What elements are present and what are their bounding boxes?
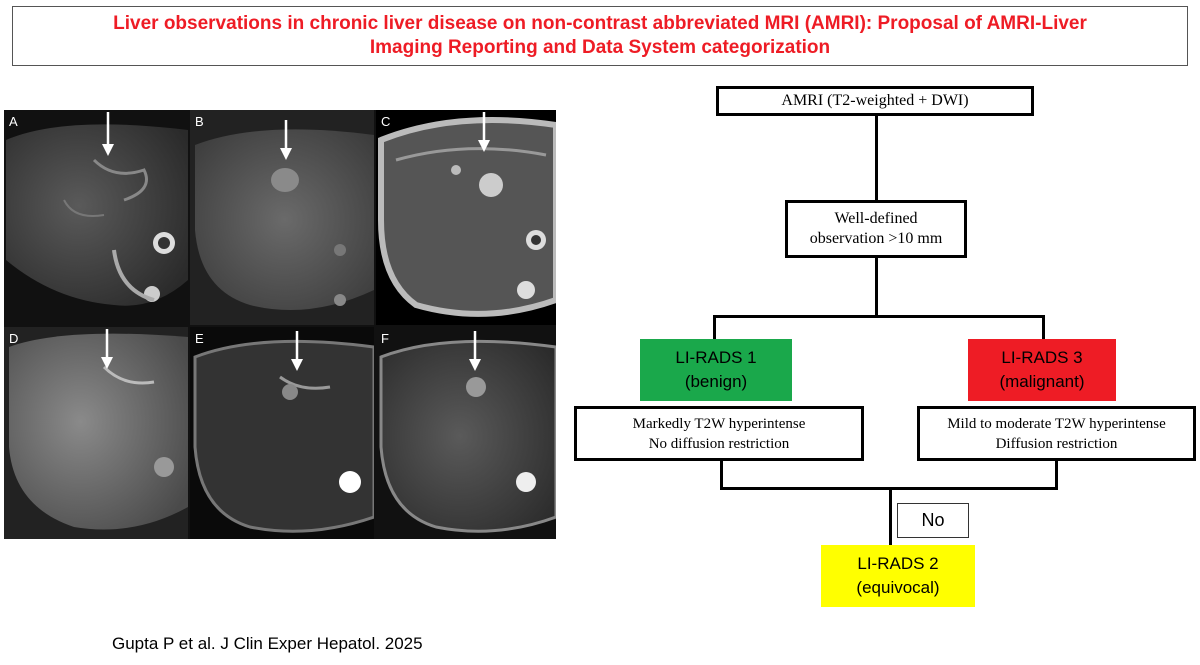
mri-panel-f-image	[376, 327, 556, 539]
li-rads-3-box: LI-RADS 3 (malignant)	[968, 339, 1116, 401]
citation: Gupta P et al. J Clin Exper Hepatol. 202…	[112, 634, 423, 653]
mri-panel-d-image	[4, 327, 188, 539]
mri-panel-d: D	[4, 327, 188, 539]
connector-split-left	[713, 315, 716, 339]
panel-label-e: E	[195, 331, 204, 346]
criterion-box: Well-defined observation >10 mm	[785, 200, 967, 258]
no-label: No	[921, 510, 945, 530]
amri-start-box: AMRI (T2-weighted + DWI)	[716, 86, 1034, 116]
mri-panel-c: C	[376, 110, 556, 325]
mri-panel-e: E	[190, 327, 374, 539]
li-rads-2-sublabel: (equivocal)	[856, 578, 940, 597]
mri-panel-f: F	[376, 327, 556, 539]
amri-start-text: AMRI (T2-weighted + DWI)	[781, 92, 969, 109]
benign-features-box: Markedly T2W hyperintense No diffusion r…	[574, 406, 864, 461]
connector-merge-down	[889, 487, 892, 545]
mri-panel-a-image	[4, 110, 188, 325]
mri-image-grid: A B	[4, 110, 556, 539]
title-line-2: Imaging Reporting and Data System catego…	[369, 37, 831, 58]
mri-panel-b: B	[190, 110, 374, 325]
connector-split-right	[1042, 315, 1045, 339]
benign-feature-2: No diffusion restriction	[648, 435, 790, 452]
mri-panel-a: A	[4, 110, 188, 325]
li-rads-1-box: LI-RADS 1 (benign)	[640, 339, 792, 401]
connector-left-features-down	[720, 459, 723, 489]
malignant-features-box: Mild to moderate T2W hyperintense Diffus…	[917, 406, 1196, 461]
mri-panel-e-image	[190, 327, 374, 539]
li-rads-3-label: LI-RADS 3	[1001, 348, 1083, 367]
li-rads-3-sublabel: (malignant)	[999, 372, 1085, 391]
li-rads-1-label: LI-RADS 1	[675, 348, 757, 367]
connector-right-features-down	[1055, 459, 1058, 489]
title-box: Liver observations in chronic liver dise…	[12, 6, 1188, 66]
mri-panel-b-image	[190, 110, 374, 325]
panel-label-f: F	[381, 331, 389, 346]
panel-label-b: B	[195, 114, 204, 129]
panel-label-c: C	[381, 114, 391, 129]
connector-split-horizontal	[713, 315, 1045, 318]
li-rads-1-sublabel: (benign)	[684, 372, 748, 391]
malignant-feature-1: Mild to moderate T2W hyperintense	[947, 415, 1166, 432]
panel-label-d: D	[9, 331, 19, 346]
connector-criterion-down	[875, 256, 878, 318]
mri-panel-c-image	[376, 110, 556, 325]
benign-feature-1: Markedly T2W hyperintense	[632, 415, 806, 432]
criterion-line-2: observation >10 mm	[809, 230, 943, 247]
criterion-line-1: Well-defined	[834, 210, 918, 227]
title-line-1: Liver observations in chronic liver dise…	[113, 13, 1087, 34]
panel-label-a: A	[9, 114, 18, 129]
no-label-box: No	[897, 503, 969, 538]
li-rads-2-box: LI-RADS 2 (equivocal)	[821, 545, 975, 607]
li-rads-2-label: LI-RADS 2	[857, 554, 939, 573]
connector-start-to-criterion	[875, 114, 878, 202]
malignant-feature-2: Diffusion restriction	[995, 435, 1118, 452]
